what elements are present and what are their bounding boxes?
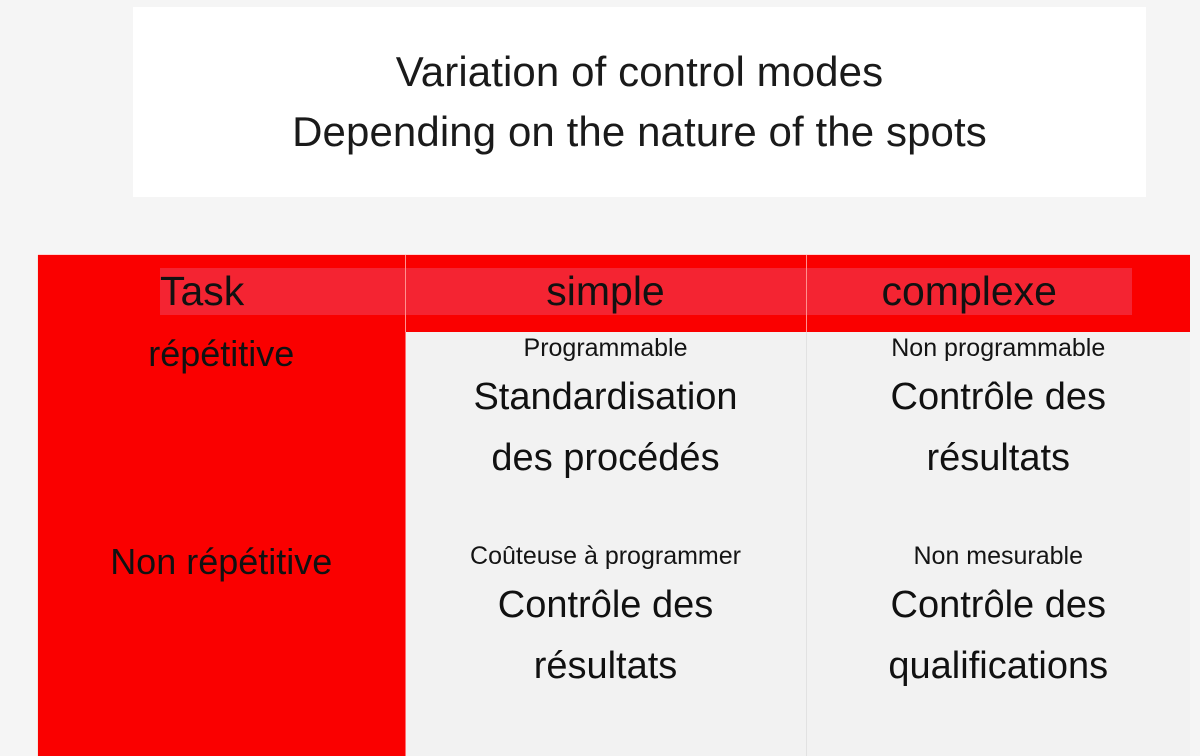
header-highlight-band-simple: simple [405, 268, 806, 315]
cell-main-line-1: Standardisation [473, 376, 738, 418]
table-row-repetitive: répétitive Programmable Standardisation … [38, 332, 1190, 540]
row-category-non-repetitive: Non répétitive [38, 540, 406, 756]
cell-main-line-2: qualifications [888, 645, 1109, 687]
header-highlight-band-complexe: complexe [806, 268, 1132, 315]
control-modes-matrix: Task simple complexe répétitive Programm… [38, 255, 1190, 756]
header-label-simple: simple [546, 268, 665, 314]
cell-main-line-1: Contrôle des [890, 376, 1106, 418]
row-category-repetitive: répétitive [38, 332, 406, 540]
cell-repetitive-simple: Programmable Standardisation des procédé… [405, 332, 807, 540]
table-top-edge [38, 254, 1190, 255]
header-cell-simple: simple [405, 255, 807, 332]
header-label-complexe: complexe [881, 268, 1057, 314]
header-label-task: Task [160, 268, 245, 314]
cell-caption: Coûteuse à programmer [470, 542, 741, 570]
cell-non-repetitive-simple: Coûteuse à programmer Contrôle des résul… [405, 540, 807, 756]
header-cell-complexe: complexe [806, 255, 1190, 332]
cell-non-repetitive-complexe: Non mesurable Contrôle des qualification… [806, 540, 1190, 756]
cell-main-line-1: Contrôle des [890, 584, 1106, 626]
cell-caption: Programmable [523, 334, 688, 362]
cell-caption: Non programmable [891, 334, 1106, 362]
title-line-2: Depending on the nature of the spots [292, 108, 987, 155]
cell-main-line-1: Contrôle des [497, 584, 714, 626]
cell-main-line-2: résultats [533, 645, 678, 687]
cell-repetitive-complexe: Non programmable Contrôle des résultats [806, 332, 1190, 540]
title-card: Variation of control modes Depending on … [133, 7, 1146, 197]
row-category-label: répétitive [148, 333, 295, 374]
title-line-1: Variation of control modes [395, 48, 884, 95]
header-highlight-band-task: Task [160, 268, 405, 315]
table-row-non-repetitive: Non répétitive Coûteuse à programmer Con… [38, 540, 1190, 756]
row-category-label: Non répétitive [110, 541, 333, 582]
cell-caption: Non mesurable [913, 542, 1084, 570]
table-left-edge [37, 255, 38, 756]
header-cell-task: Task [38, 255, 406, 332]
cell-main-line-2: des procédés [491, 437, 720, 479]
table-header-row: Task simple complexe [38, 255, 1190, 332]
cell-main-line-2: résultats [926, 437, 1071, 479]
